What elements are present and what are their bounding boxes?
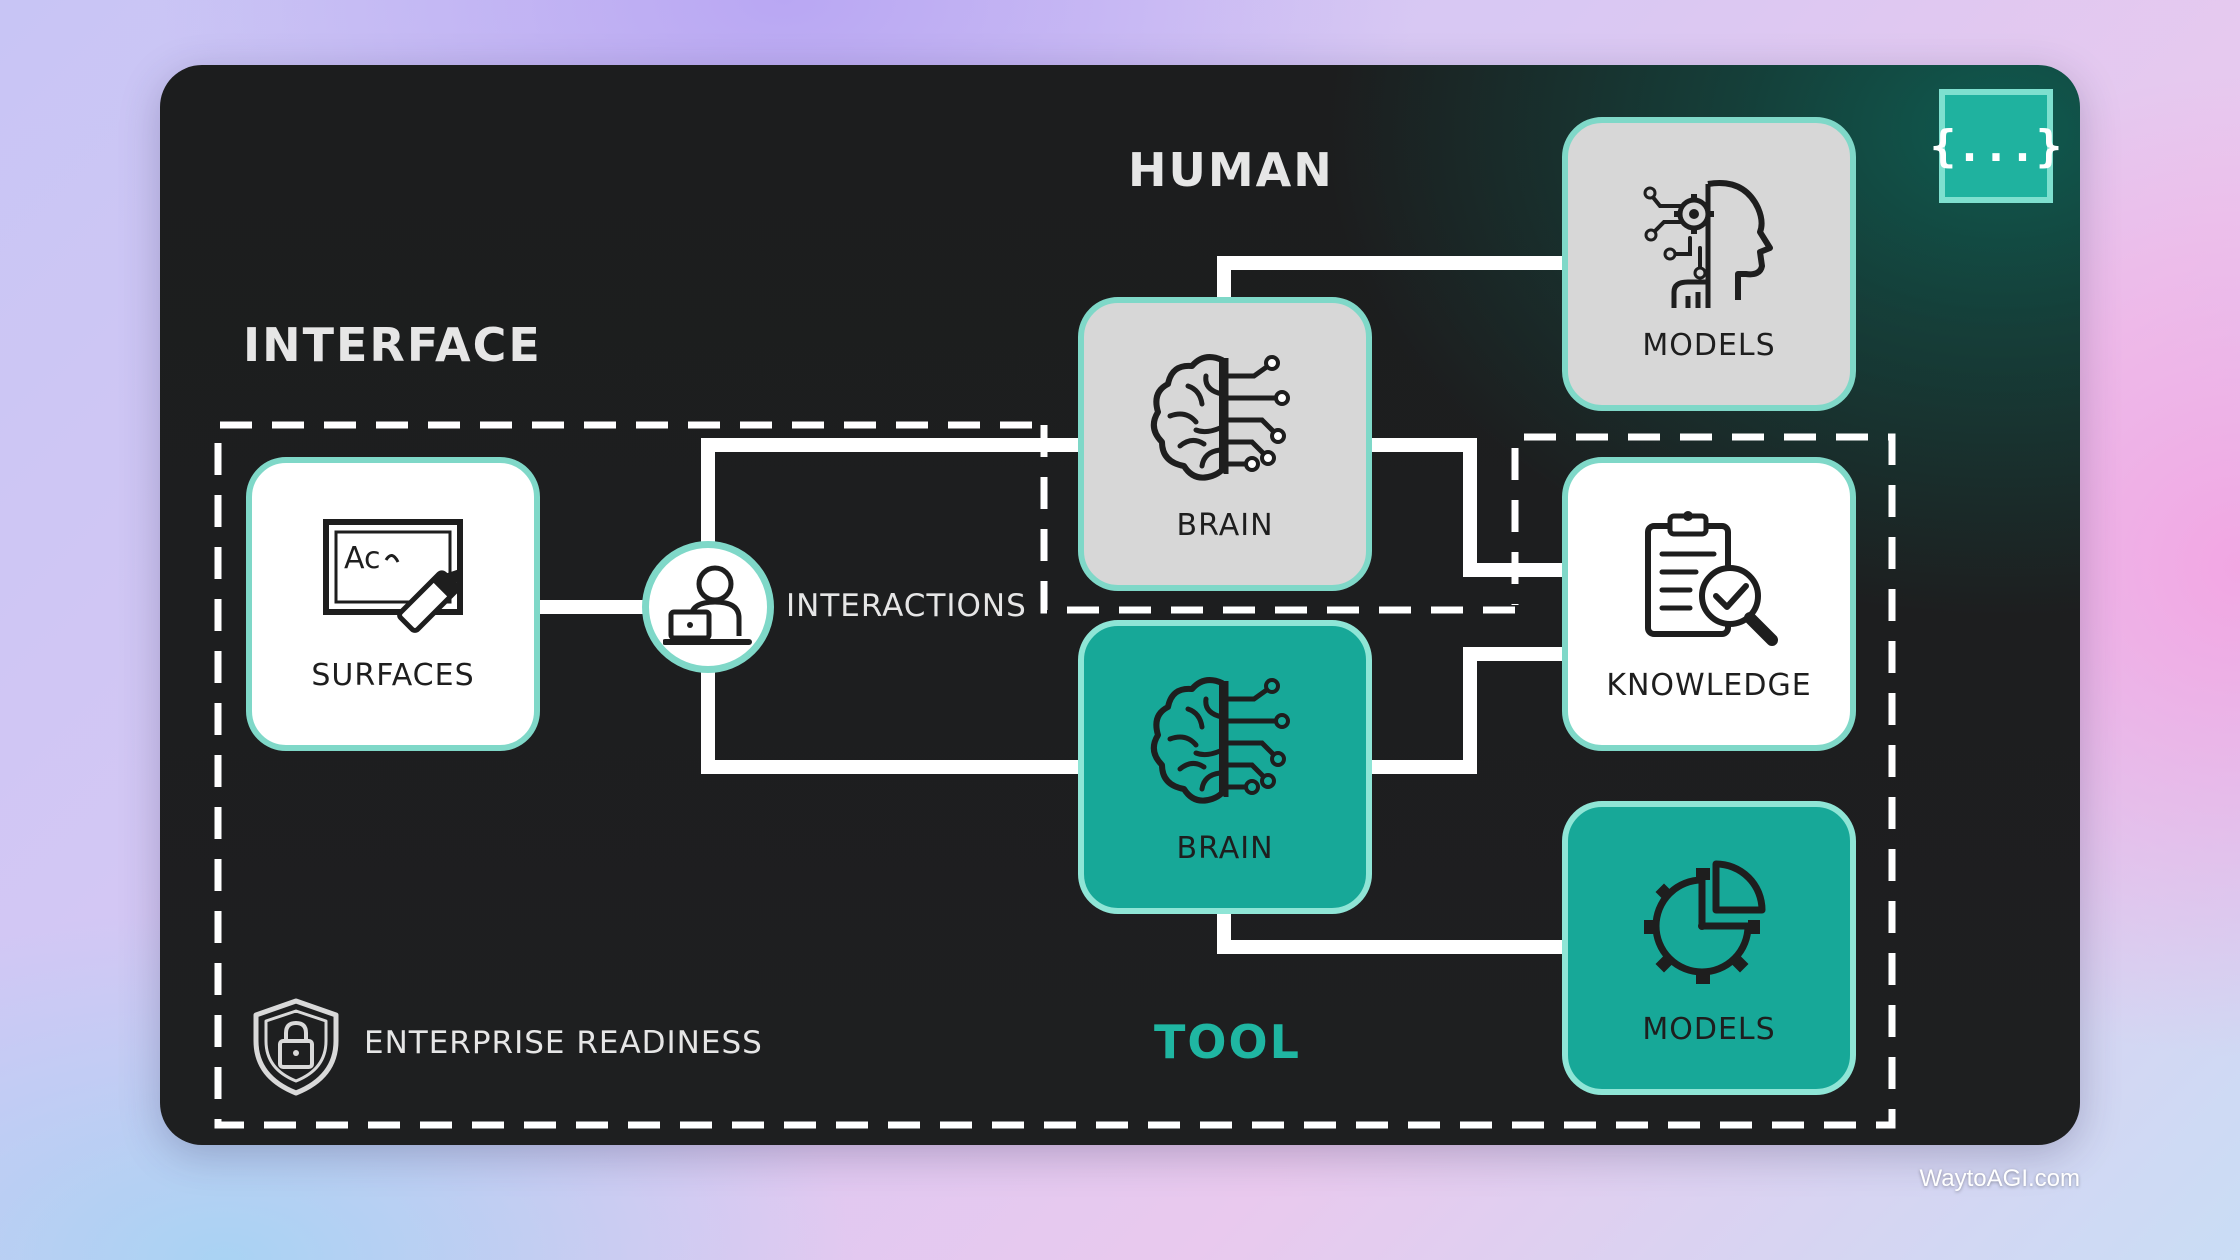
models-human-card[interactable]: MODELS xyxy=(1562,117,1856,411)
clipboard-magnifier-icon xyxy=(1645,510,1778,646)
brain-circuit-icon xyxy=(1150,676,1290,804)
knowledge-card[interactable]: KNOWLEDGE xyxy=(1562,457,1856,751)
watermark: WaytoAGI.com xyxy=(1919,1165,2080,1192)
models-tool-label: MODELS xyxy=(1642,1011,1776,1047)
gear-chart-icon xyxy=(1644,860,1766,984)
human-title: HUMAN xyxy=(1128,143,1334,197)
diagram-panel: INTERFACE HUMAN TOOL Ac SURFACES INTERAC… xyxy=(160,65,2080,1145)
tool-title: TOOL xyxy=(1154,1015,1301,1069)
brain-circuit-icon xyxy=(1150,353,1290,481)
brain-tool-card[interactable]: BRAIN xyxy=(1078,620,1372,914)
interactions-node[interactable] xyxy=(642,541,774,673)
brain-human-card[interactable]: BRAIN xyxy=(1078,297,1372,591)
logo-text: {...} xyxy=(1929,120,2063,172)
whiteboard-pen-icon: Ac xyxy=(323,518,463,633)
person-laptop-icon xyxy=(663,565,752,645)
models-tool-card[interactable]: MODELS xyxy=(1562,801,1856,1095)
models-human-label: MODELS xyxy=(1642,327,1776,363)
interface-title: INTERFACE xyxy=(243,318,542,372)
knowledge-label: KNOWLEDGE xyxy=(1606,667,1812,703)
brain-human-label: BRAIN xyxy=(1176,507,1274,543)
brackets-logo: {...} xyxy=(1930,89,2062,203)
svg-text:Ac: Ac xyxy=(344,541,381,576)
shield-lock-icon xyxy=(253,998,339,1096)
surfaces-label: SURFACES xyxy=(311,657,475,693)
brain-tool-label: BRAIN xyxy=(1176,830,1274,866)
surfaces-card[interactable]: Ac SURFACES xyxy=(246,457,540,751)
robot-head-gear-icon xyxy=(1643,179,1773,308)
enterprise-readiness-label: ENTERPRISE READINESS xyxy=(364,1025,763,1061)
interactions-label: INTERACTIONS xyxy=(786,588,1027,624)
